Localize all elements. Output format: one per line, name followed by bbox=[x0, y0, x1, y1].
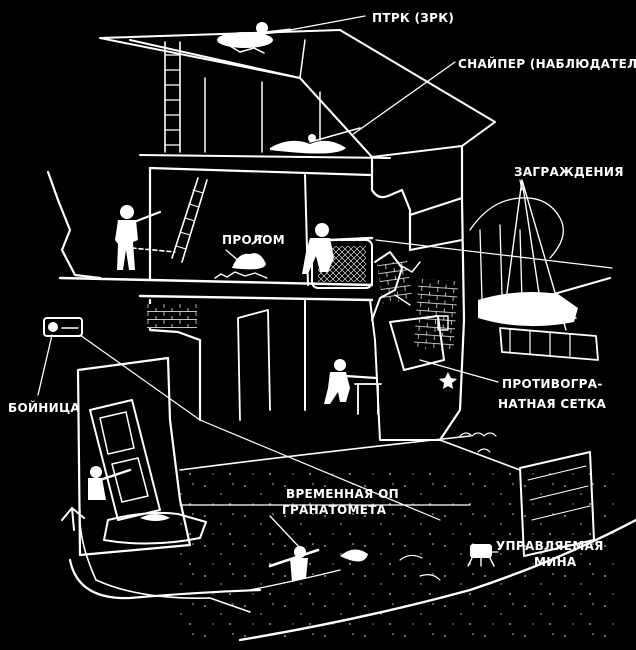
building-walls bbox=[46, 144, 466, 442]
outside-right bbox=[469, 179, 612, 361]
second-floor bbox=[115, 177, 374, 289]
label-boynitsa: БОЙНИЦА bbox=[8, 400, 80, 415]
sofa-barricade bbox=[311, 239, 373, 289]
atgm-crew-on-roof bbox=[217, 22, 292, 54]
breach-rubble bbox=[214, 235, 268, 279]
label-vremennaya-1: ВРЕМЕННАЯ ОП bbox=[286, 487, 399, 501]
star-icon bbox=[439, 372, 457, 389]
ground bbox=[79, 239, 636, 642]
label-zagrazhdeniya: ЗАГРАЖДЕНИЯ bbox=[514, 165, 624, 179]
label-prolom: ПРОЛОМ bbox=[222, 233, 285, 247]
leader-lines bbox=[37, 15, 523, 553]
loophole bbox=[43, 317, 83, 337]
attic-ladder bbox=[164, 41, 181, 153]
label-sniper: СНАЙПЕР (НАБЛЮДАТЕЛЬ) bbox=[458, 56, 636, 71]
soldier-icon bbox=[324, 359, 378, 404]
label-mina-2: МИНА bbox=[534, 555, 577, 569]
first-floor bbox=[324, 315, 457, 415]
anti-grenade-net bbox=[389, 315, 445, 371]
label-vremennaya-2: ГРАНАТОМЕТА bbox=[282, 503, 387, 517]
soldier-icon bbox=[115, 205, 162, 270]
label-mina-1: УПРАВЛЯЕМАЯ bbox=[496, 539, 604, 553]
tank-icon bbox=[478, 276, 612, 327]
interior-ladder bbox=[171, 177, 208, 263]
labels: ПТРК (ЗРК) СНАЙПЕР (НАБЛЮДАТЕЛЬ) ЗАГРАЖД… bbox=[8, 11, 636, 569]
label-setka-1: ПРОТИВОГРА- bbox=[502, 377, 603, 391]
mine-icon bbox=[467, 544, 495, 567]
roof bbox=[99, 22, 496, 159]
label-setka-2: НАТНАЯ СЕТКА bbox=[498, 397, 607, 411]
soldier-icon bbox=[268, 546, 320, 582]
sniper-nest bbox=[270, 127, 361, 154]
soldier-icon bbox=[88, 466, 132, 500]
label-ptrk: ПТРК (ЗРК) bbox=[372, 11, 454, 25]
basement-door bbox=[89, 399, 161, 521]
